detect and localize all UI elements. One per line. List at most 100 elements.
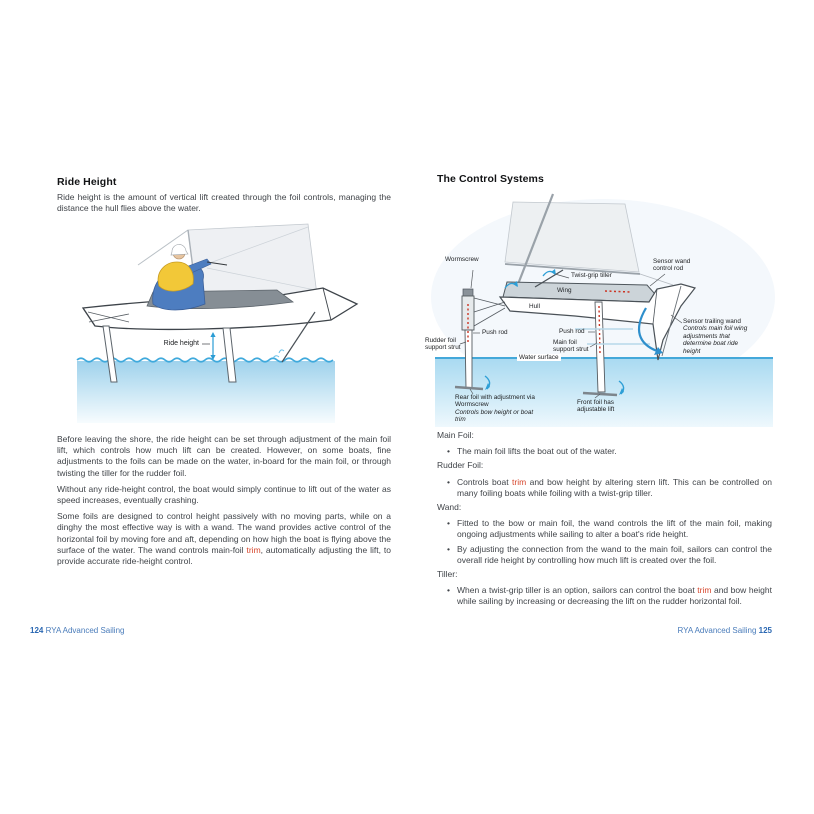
section-heading-main-foil: Main Foil:	[437, 430, 474, 440]
label-main-foil-support-strut: Main foil support strut	[553, 339, 589, 354]
rigging-to-bow	[639, 273, 674, 286]
transom-edge	[82, 307, 96, 327]
label-wormscrew: Wormscrew	[445, 256, 479, 263]
section-heading-tiller: Tiller:	[437, 569, 458, 580]
rear-foil-arrowhead	[485, 383, 490, 390]
left-body: Before leaving the shore, the ride heigh…	[57, 434, 391, 572]
bullet-rudder-foil-1: • Controls boat trim and bow height by a…	[437, 477, 772, 499]
hiking-stick	[206, 261, 228, 266]
sail	[504, 201, 640, 273]
ride-height-diagram: Ride height	[55, 222, 390, 427]
bullet-text-before: By adjusting the connection from the wan…	[457, 543, 772, 565]
left-page-title: Ride Height	[57, 176, 117, 188]
wormscrew-mechanism	[462, 288, 474, 297]
bullet-dot: •	[447, 476, 450, 487]
bow-joint-line	[652, 288, 658, 325]
rudder-foil-strut	[464, 329, 473, 389]
truss-bar-1	[473, 297, 506, 307]
curl-2-arrowhead	[551, 269, 556, 275]
arrowhead-down	[210, 355, 216, 360]
intro-paragraph: Ride height is the amount of vertical li…	[57, 192, 391, 214]
label-push-rod-left: Push rod	[482, 329, 508, 336]
label-push-rod-right: Push rod	[559, 328, 585, 335]
section-heading-wand: Wand:	[437, 502, 462, 513]
leader-front-foil	[594, 393, 601, 399]
rear-foil-title: Rear foil with adjustment via Wormscrew	[455, 394, 535, 409]
curl-1-arrowhead	[513, 281, 518, 287]
splash-mark-1	[272, 355, 280, 359]
bullet-wand-1: • Fitted to the bow or main foil, the wa…	[437, 518, 772, 540]
section-heading-rudder-foil: Rudder Foil:	[437, 460, 484, 471]
transom-truss-2	[88, 313, 130, 323]
rigging-line-lower	[206, 267, 316, 291]
label-sensor-trailing-wand: Sensor trailing wand Controls main foil …	[683, 318, 751, 355]
rigging-line-upper	[206, 226, 309, 265]
paragraph-3-text: Some foils are designed to control heigh…	[57, 511, 391, 555]
arrowhead-up	[210, 332, 216, 337]
main-push-rod-red	[598, 305, 601, 355]
bullet-dot: •	[447, 446, 450, 457]
bullet-text-before: When a twist-grip tiller is an option, s…	[457, 585, 698, 596]
hull	[498, 283, 697, 361]
right-footer-title: RYA Advanced Sailing	[677, 626, 757, 635]
control-systems-diagram: Wormscrew Twist-grip tiller Wing Hull Se…	[425, 192, 785, 432]
rear-foil-note: Controls bow height or boat trim	[455, 408, 534, 424]
transom-truss-1	[87, 311, 130, 323]
label-wing: Wing	[557, 287, 572, 294]
leader-trailing-wand	[670, 314, 683, 324]
boom	[504, 263, 641, 275]
bullet-text-after: and bow height while sailing by increasi…	[457, 585, 772, 607]
bullet-text-before: The main foil lifts the boat out of the …	[457, 446, 617, 457]
trailing-wand-title: Sensor trailing wand	[683, 318, 741, 325]
sensor-trailing-wand-line	[661, 285, 682, 357]
bullet-text-before: Fitted to the bow or main foil, the wand…	[457, 518, 772, 540]
trim-keyword: trim	[246, 544, 261, 555]
label-water-surface: Water surface	[517, 354, 561, 362]
trim-keyword: trim	[512, 476, 527, 487]
bullet-dot: •	[447, 518, 450, 529]
front-foil-arrowhead	[619, 388, 624, 395]
ride-height-illustration	[76, 223, 359, 423]
ride-height-adjust-arrow	[637, 307, 658, 353]
label-rudder-foil-support-strut: Rudder foil support strut	[425, 337, 461, 352]
left-footer-title: RYA Advanced Sailing	[45, 626, 125, 635]
control-systems-illustration	[431, 193, 775, 427]
bullet-text: Controls boat trim and bow height by alt…	[457, 477, 772, 499]
paragraph-2: Without any ride-height control, the boa…	[57, 483, 391, 506]
paragraph-1: Before leaving the shore, the ride heigh…	[57, 434, 391, 478]
life-vest	[157, 261, 194, 292]
bullet-text: By adjusting the connection from the wan…	[457, 544, 772, 566]
water-band	[77, 361, 335, 423]
twist-grip-tiller-line	[534, 269, 564, 288]
forestay-line	[137, 229, 189, 266]
ride-height-label: Ride height	[163, 340, 199, 347]
bullet-dot: •	[447, 543, 450, 554]
splash-mark-2	[278, 349, 285, 354]
bullet-text: Fitted to the bow or main foil, the wand…	[457, 518, 772, 540]
truss-bar-3	[473, 301, 506, 313]
left-footer: 124 RYA Advanced Sailing	[30, 626, 124, 635]
leader-sensor-wand	[649, 273, 666, 287]
label-front-foil: Front foil has adjustable lift	[577, 399, 615, 414]
bullet-dot: •	[447, 585, 450, 596]
bullet-main-foil-1: • The main foil lifts the boat out of th…	[437, 446, 772, 457]
leader-main-strut	[589, 342, 598, 348]
bullet-tiller-1: • When a twist-grip tiller is an option,…	[437, 585, 772, 607]
right-page-number: 125	[758, 626, 772, 635]
leader-rudder-strut	[459, 341, 467, 345]
trim-keyword: trim	[697, 585, 712, 596]
truss-bar-2	[473, 307, 506, 327]
right-page-title: The Control Systems	[437, 173, 544, 185]
leader-wormscrew	[470, 269, 474, 289]
leader-tiller	[554, 273, 570, 279]
bullet-text: When a twist-grip tiller is an option, s…	[457, 585, 772, 607]
rear-foil	[454, 385, 484, 391]
trailing-wand-note: Controls main foil wing adjustments that…	[683, 325, 748, 355]
main-foil-strut	[222, 327, 237, 383]
rudder-line	[281, 311, 316, 363]
label-sensor-wand-control-rod: Sensor wand control rod	[653, 258, 691, 273]
label-hull: Hull	[529, 303, 541, 310]
paragraph-3: Some foils are designed to control heigh…	[57, 511, 391, 567]
left-page-number: 124	[30, 626, 44, 635]
